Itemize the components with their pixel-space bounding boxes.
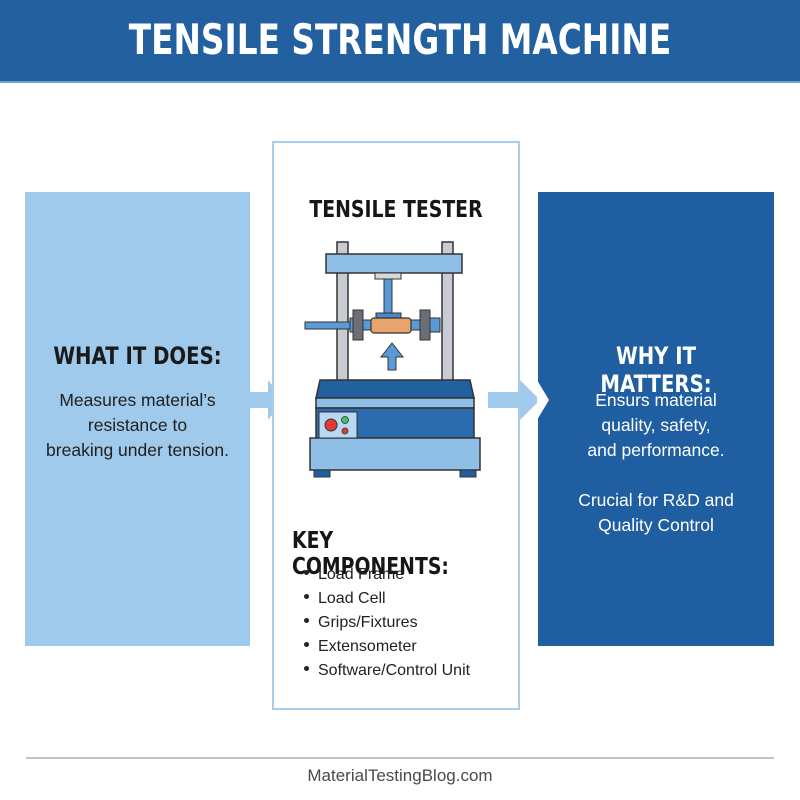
text-line: quality, safety, xyxy=(601,415,711,435)
why-it-matters-heading: WHY IT MATTERS: xyxy=(600,342,712,398)
key-components-heading: KEY COMPONENTS: xyxy=(292,528,449,580)
right-arrow-icon xyxy=(488,380,540,420)
tensile-tester-heading: TENSILE TESTER xyxy=(309,197,483,223)
why-it-matters-panel: WHY IT MATTERS: Ensurs material quality,… xyxy=(537,192,774,646)
why-it-matters-text: Ensurs material quality, safety, and per… xyxy=(538,388,774,463)
list-item: Software/Control Unit xyxy=(304,659,470,683)
why-it-matters-text-2: Crucial for R&D and Quality Control xyxy=(538,488,774,538)
list-item: Grips/Fixtures xyxy=(304,611,470,635)
list-item: Extensometer xyxy=(304,635,470,659)
chevron-notch xyxy=(537,380,549,420)
list-item: Load Frame xyxy=(304,563,470,587)
what-it-does-text: Measures material’s resistance to breaki… xyxy=(25,388,250,463)
text-line: Crucial for R&D and xyxy=(578,490,734,510)
tensile-machine-illustration xyxy=(304,241,481,478)
footer-site-name: MaterialTestingBlog.com xyxy=(307,766,493,785)
footer-divider xyxy=(26,757,774,759)
what-it-does-panel: WHAT IT DOES: Measures material’s resist… xyxy=(25,192,250,646)
what-it-does-heading: WHAT IT DOES: xyxy=(53,342,222,370)
text-line: Measures material’s xyxy=(59,390,216,410)
text-line: resistance to xyxy=(87,415,188,435)
text-line: and performance. xyxy=(587,440,725,460)
text-line: breaking under tension. xyxy=(46,440,229,460)
page-title: TENSILE STRENGTH MACHINE xyxy=(128,15,672,64)
list-item: Load Cell xyxy=(304,587,470,611)
text-line: Ensurs material xyxy=(595,390,717,410)
title-banner: TENSILE STRENGTH MACHINE xyxy=(0,0,800,83)
text-line: Quality Control xyxy=(598,515,714,535)
components-list: Load Frame Load Cell Grips/Fixtures Exte… xyxy=(304,563,470,683)
